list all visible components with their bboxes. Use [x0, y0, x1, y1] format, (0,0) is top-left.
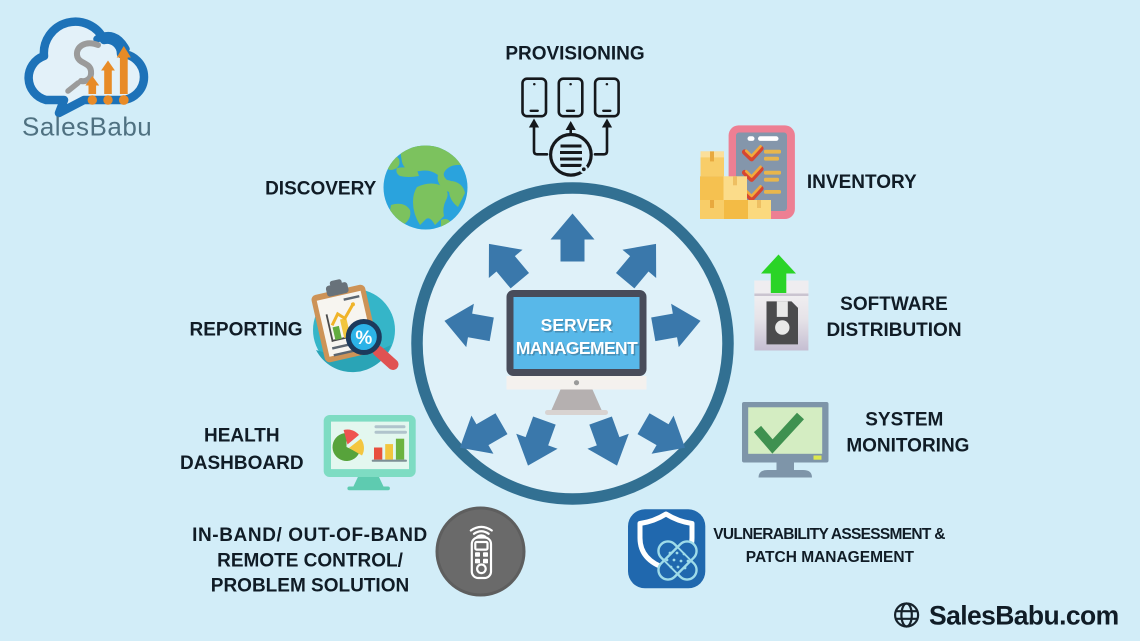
svg-text:MONITORING: MONITORING — [846, 435, 969, 456]
svg-text:PATCH MANAGEMENT: PATCH MANAGEMENT — [746, 549, 915, 566]
svg-text:HEALTH: HEALTH — [204, 425, 280, 446]
svg-text:MANAGEMENT: MANAGEMENT — [517, 340, 639, 360]
svg-text:DISCOVERY: DISCOVERY — [265, 179, 377, 200]
svg-text:DASHBOARD: DASHBOARD — [180, 453, 304, 474]
svg-text:IN-BAND/ OUT-OF-BAND: IN-BAND/ OUT-OF-BAND — [192, 525, 428, 546]
svg-text:PROVISIONING: PROVISIONING — [505, 44, 644, 65]
svg-text:SERVER: SERVER — [541, 315, 613, 335]
svg-text:INVENTORY: INVENTORY — [807, 172, 917, 193]
svg-text:DISTRIBUTION: DISTRIBUTION — [826, 320, 961, 341]
svg-text:REMOTE CONTROL/: REMOTE CONTROL/ — [217, 550, 403, 571]
svg-text:SERVER: SERVER — [542, 317, 614, 337]
svg-text:SalesBabu.com: SalesBabu.com — [929, 601, 1119, 631]
svg-text:SOFTWARE: SOFTWARE — [840, 294, 948, 315]
svg-text:SalesBabu: SalesBabu — [22, 112, 152, 142]
svg-text:%: % — [355, 328, 372, 349]
svg-text:MANAGEMENT: MANAGEMENT — [516, 338, 638, 358]
svg-text:SYSTEM: SYSTEM — [865, 409, 943, 430]
svg-text:VULNERABILITY ASSESSMENT &: VULNERABILITY ASSESSMENT & — [713, 526, 945, 543]
svg-text:REPORTING: REPORTING — [190, 320, 303, 341]
svg-text:PROBLEM SOLUTION: PROBLEM SOLUTION — [211, 575, 409, 596]
